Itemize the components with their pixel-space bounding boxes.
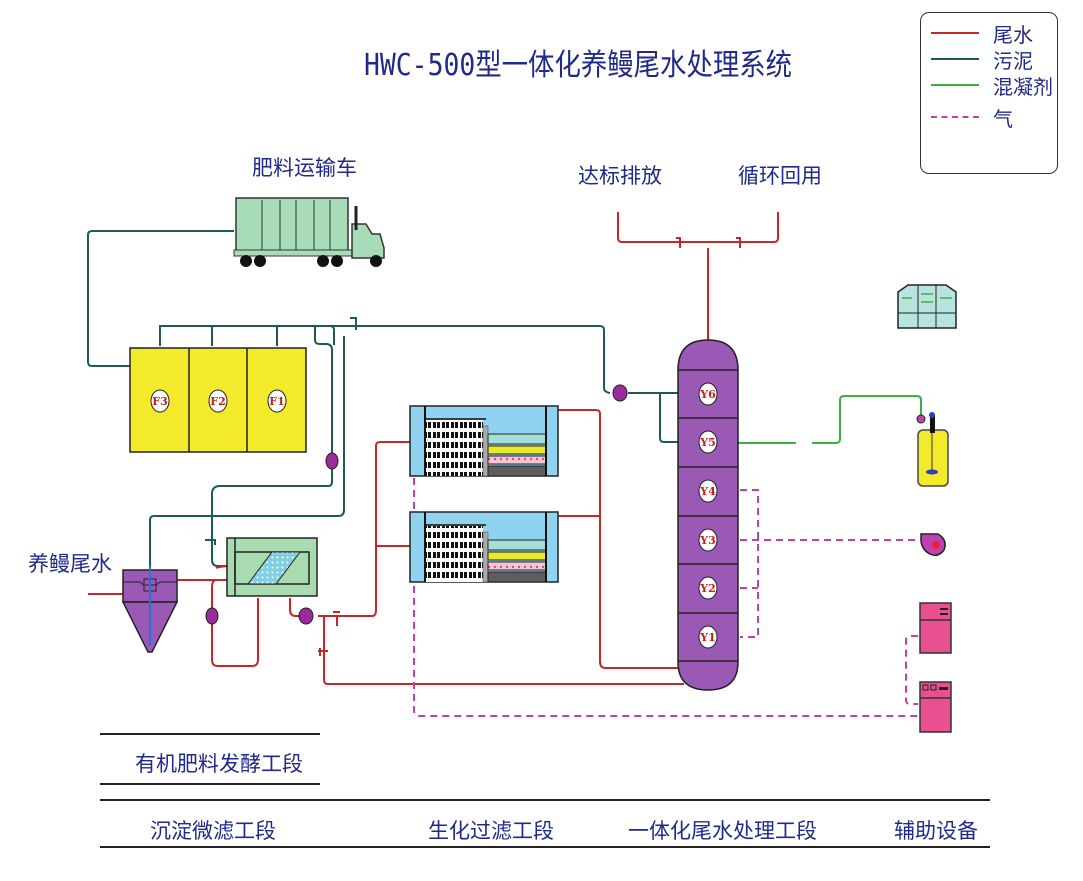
- tower-stage-y2[interactable]: Y2: [698, 576, 718, 600]
- stage-y2-label: Y2: [699, 582, 716, 595]
- sludge-lines: [87, 230, 680, 580]
- legend-label: 污泥: [993, 48, 1033, 73]
- coagulant-line-swatch: [931, 84, 979, 86]
- diagram-title: HWC-500型一体化养鳗尾水处理系统: [364, 48, 793, 83]
- tank-f2-label: F2: [210, 395, 225, 408]
- pump-icon[interactable]: [298, 607, 314, 625]
- wastewater-line-swatch: [931, 32, 979, 34]
- section-divider: [100, 733, 320, 735]
- air-line-to-biofilter: [413, 418, 918, 717]
- discharge-label: 达标排放: [578, 164, 662, 188]
- air-line-swatch: [931, 116, 979, 118]
- sludge-line-to-sedimentation: [149, 336, 345, 580]
- legend-item-air: 气: [931, 105, 1013, 131]
- tank-f3[interactable]: F3: [150, 389, 170, 413]
- section-divider: [100, 783, 320, 785]
- stage-y3-label: Y3: [699, 534, 716, 547]
- coagulant-line: [738, 395, 922, 444]
- stage-y4-label: Y4: [699, 485, 716, 498]
- outlet-manifold: [617, 212, 779, 243]
- legend-label: 气: [993, 106, 1013, 131]
- truck-label: 肥料运输车: [252, 156, 357, 180]
- stage-y6-label: Y6: [699, 388, 716, 401]
- section-biofilter: 生化过滤工段: [428, 819, 554, 843]
- legend-label: 混凝剂: [993, 74, 1053, 99]
- tank-f2[interactable]: F2: [208, 389, 228, 413]
- air-lines: [413, 418, 918, 717]
- inlet-label: 养鳗尾水: [28, 552, 112, 576]
- section-divider: [100, 799, 990, 801]
- fertilizer-truck-icon: [233, 197, 385, 267]
- sludge-line-to-y6: [315, 325, 611, 394]
- biofilter-upper: [409, 405, 559, 477]
- dosing-tank-icon: [916, 412, 949, 487]
- biofilter-lower: [409, 511, 559, 583]
- integrated-tower: [677, 339, 739, 691]
- stage-y1-label: Y1: [699, 631, 716, 644]
- legend: 尾水 污泥 混凝剂 气: [920, 12, 1058, 174]
- tower-stage-y5[interactable]: Y5: [698, 430, 718, 454]
- stage-y5-label: Y5: [699, 436, 716, 449]
- sedimentation-tank: [121, 566, 179, 653]
- control-panel-icon: [897, 284, 957, 329]
- legend-label: 尾水: [993, 22, 1033, 47]
- section-integrated: 一体化尾水处理工段: [628, 819, 817, 843]
- section-auxiliary: 辅助设备: [894, 819, 978, 843]
- micro-filter: [226, 537, 318, 597]
- sludge-line-swatch: [931, 58, 979, 60]
- blower-icon[interactable]: [920, 533, 946, 557]
- legend-item-coagulant: 混凝剂: [931, 73, 1053, 99]
- wastewater-lines: [88, 212, 779, 685]
- tank-f1-label: F1: [269, 395, 284, 408]
- section-sedimentation: 沉淀微滤工段: [150, 819, 276, 843]
- pump-icon[interactable]: [612, 384, 628, 402]
- pump-icon[interactable]: [205, 607, 219, 625]
- sludge-line-truck-to-fermenter: [87, 230, 234, 367]
- section-fermentation: 有机肥料发酵工段: [135, 752, 303, 776]
- tower-stage-y3[interactable]: Y3: [698, 528, 718, 552]
- tower-stage-y4[interactable]: Y4: [698, 479, 718, 503]
- tower-stage-y1[interactable]: Y1: [698, 625, 718, 649]
- sludge-manifold: [159, 325, 335, 345]
- control-cabinet-icon: [919, 602, 952, 654]
- tower-stage-y6[interactable]: Y6: [698, 382, 718, 406]
- line-biofilter-to-tower: [558, 409, 684, 669]
- pump-icon[interactable]: [325, 452, 339, 470]
- air-compressor-icon: [919, 681, 952, 733]
- tank-f1[interactable]: F1: [267, 389, 287, 413]
- recycle-label: 循环回用: [738, 164, 822, 188]
- line-to-biofilter-top: [318, 441, 410, 617]
- line-bottom-to-tower: [323, 616, 684, 685]
- legend-item-sludge: 污泥: [931, 47, 1033, 73]
- legend-item-wastewater: 尾水: [931, 21, 1033, 47]
- tank-f3-label: F3: [152, 395, 167, 408]
- coagulant-line-to-tower: [812, 395, 922, 444]
- sludge-line-to-y5: [659, 393, 680, 443]
- section-divider: [100, 846, 990, 848]
